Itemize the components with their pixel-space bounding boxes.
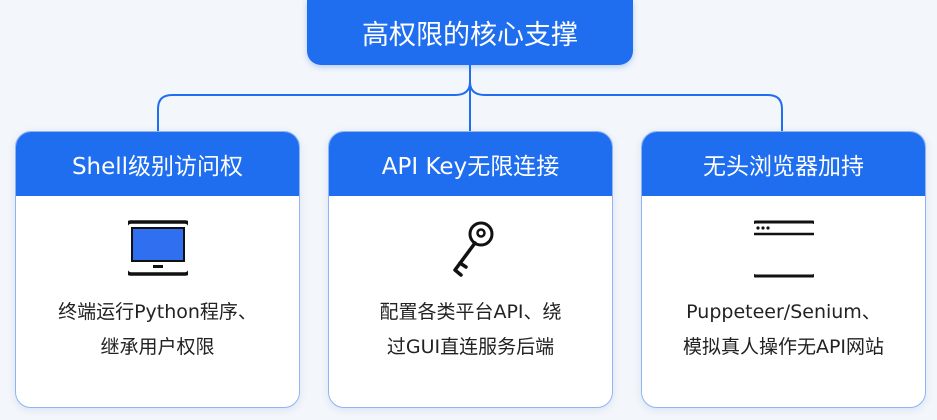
root-node: 高权限的核心支撑 [307,0,633,65]
card-header: API Key无限连接 [329,132,612,196]
card-header: Shell级别访问权 [16,132,299,196]
card-description: Puppeteer/Senium、 模拟真人操作无API网站 [652,295,915,365]
description-line: 终端运行Python程序、 [58,301,257,323]
browser-window-icon [753,220,814,278]
description-line: Puppeteer/Senium、 [686,301,881,323]
key-icon [452,221,493,277]
description-line: 过GUI直连服务后端 [386,336,555,358]
card-headless-browser: 无头浏览器加持 Puppeteer/Senium、 模拟真人操作无API网站 [641,131,926,408]
card-description: 配置各类平台API、绕 过GUI直连服务后端 [339,295,602,365]
card-api-key: API Key无限连接 配置各类平台API、绕 过GUI直连服务后端 [328,131,613,408]
card-title: Shell级别访问权 [71,154,244,180]
card-shell-access: Shell级别访问权 终端运行Python程序、 继承用户权限 [15,131,300,408]
card-title: 无头浏览器加持 [703,154,864,180]
description-line: 模拟真人操作无API网站 [682,336,885,358]
monitor-icon [127,220,188,276]
card-description: 终端运行Python程序、 继承用户权限 [26,295,289,365]
connector-lines [157,65,783,131]
card-header: 无头浏览器加持 [642,132,925,196]
root-title: 高权限的核心支撑 [362,20,578,51]
description-line: 继承用户权限 [100,336,215,358]
card-title: API Key无限连接 [381,154,560,180]
description-line: 配置各类平台API、绕 [379,301,562,323]
